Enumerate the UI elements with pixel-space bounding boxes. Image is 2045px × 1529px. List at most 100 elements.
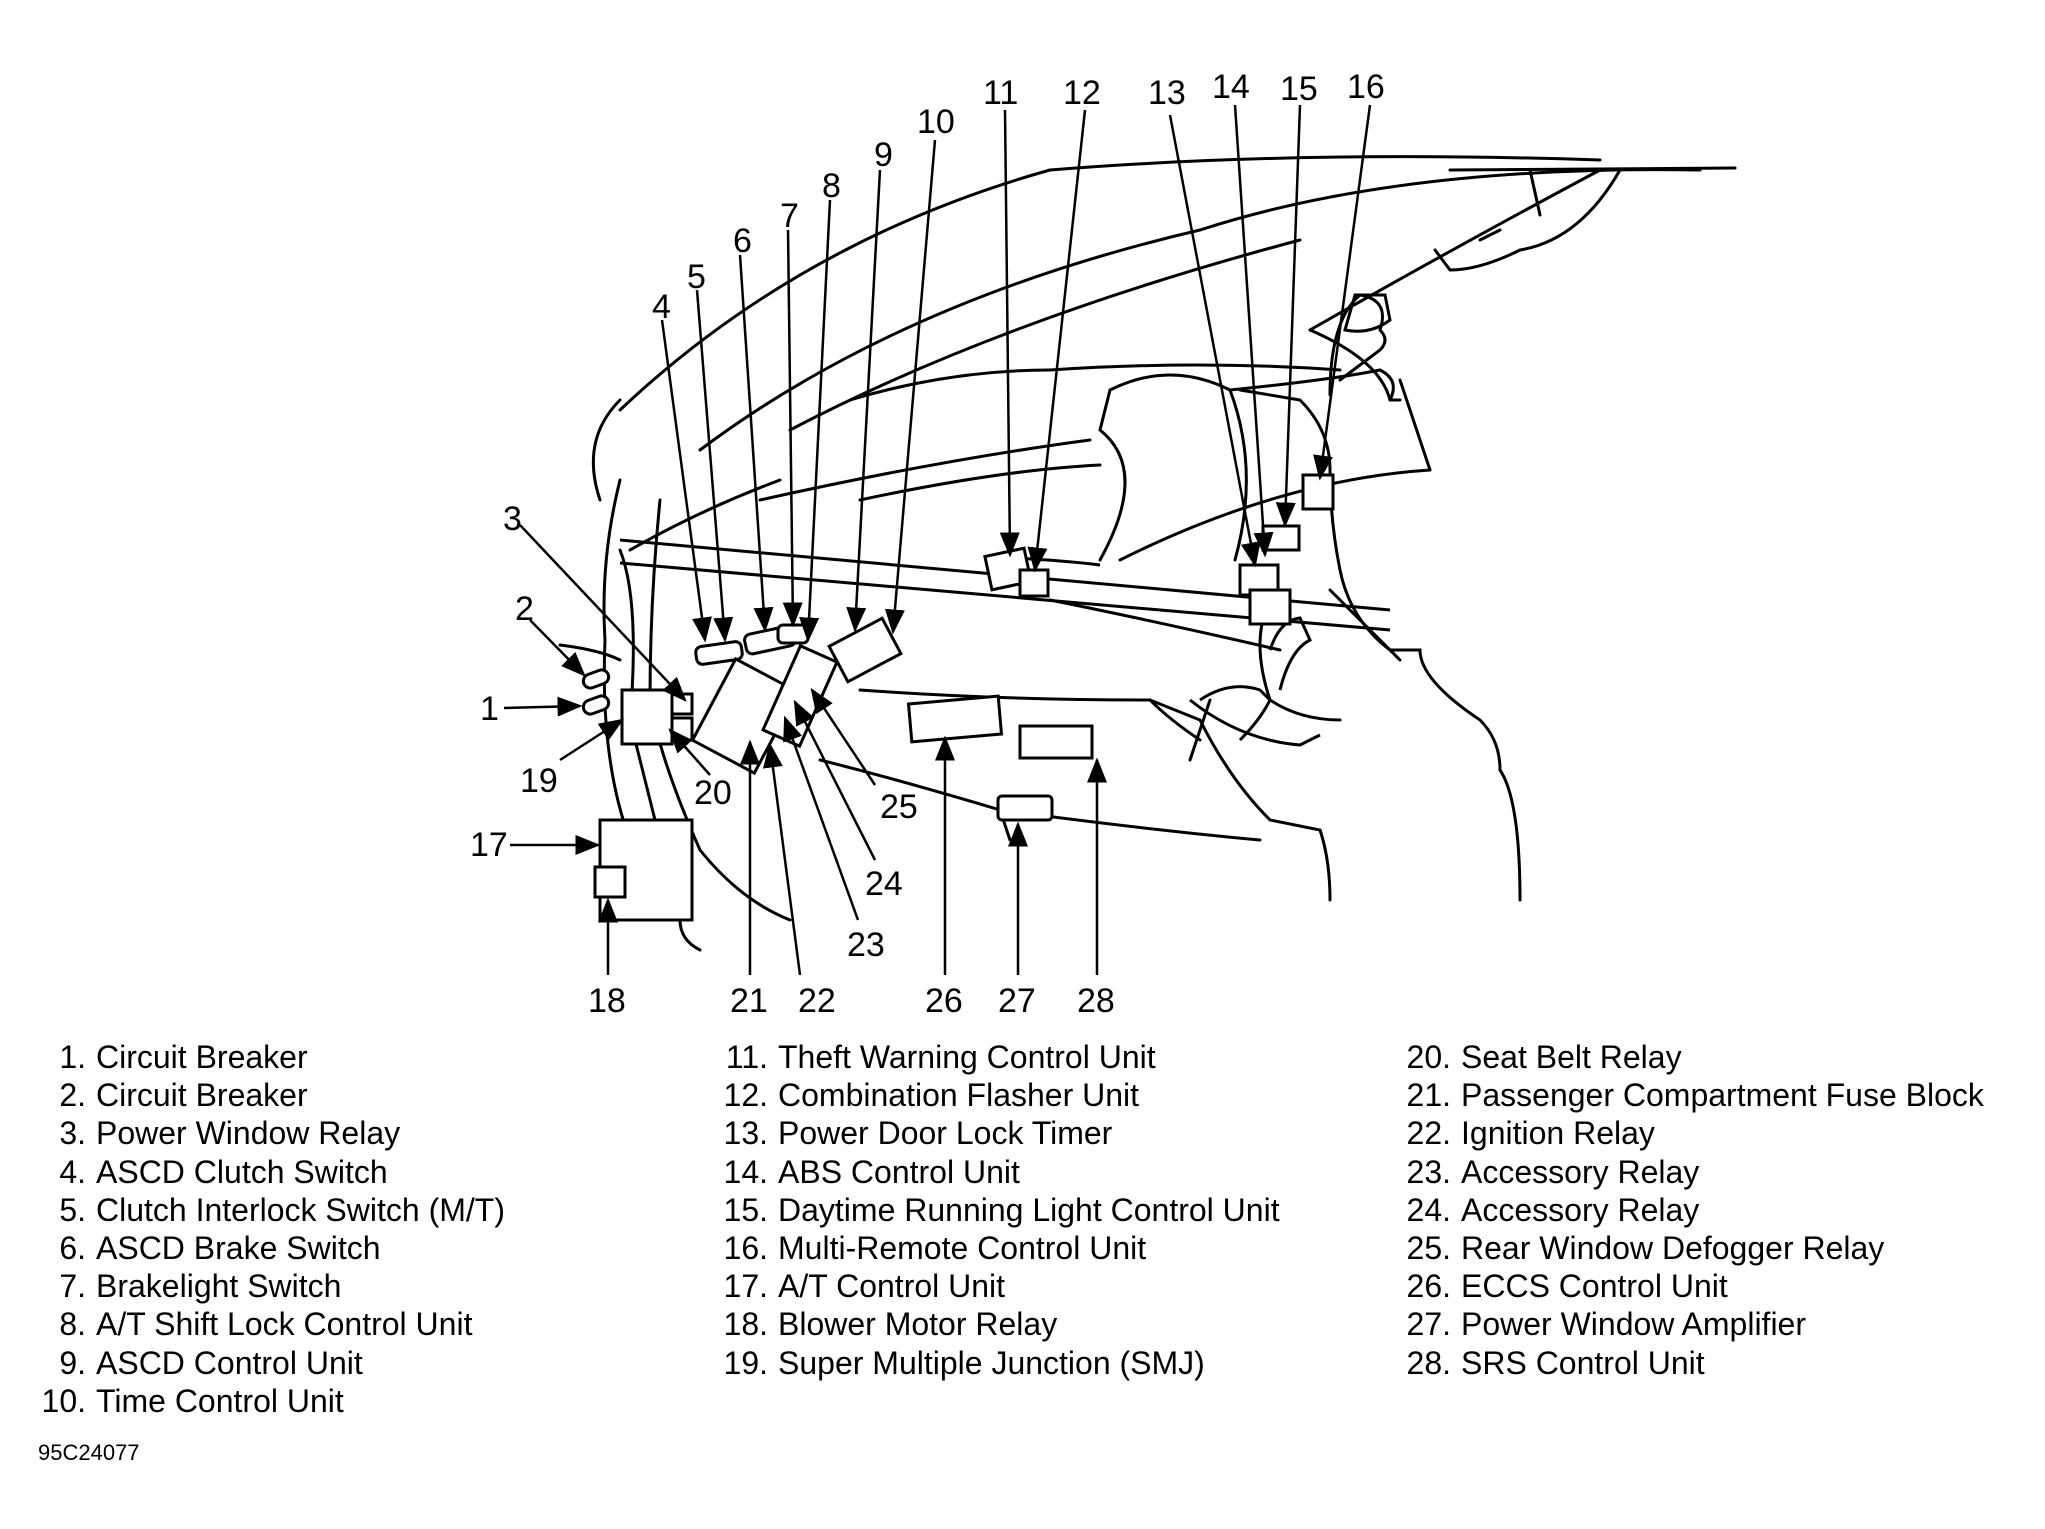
legend-item: 17.A/T Control Unit (712, 1267, 1280, 1305)
legend-number: 28. (1406, 1344, 1451, 1381)
legend-item: 12.Combination Flasher Unit (712, 1076, 1280, 1114)
legend-label: ASCD Clutch Switch (96, 1153, 388, 1190)
legend-item: 10.Time Control Unit (30, 1382, 505, 1420)
legend-column-3: 20. Seat Belt Relay 21.Passenger Compartm… (1395, 1038, 1984, 1382)
callout-11: 11 (983, 74, 1018, 112)
callout-12: 12 (1063, 74, 1101, 112)
legend-label: Multi-Remote Control Unit (778, 1230, 1147, 1267)
blower-relay-shape (593, 865, 627, 899)
legend-number: 16. (723, 1230, 768, 1267)
arrow-5 (695, 289, 734, 643)
legend-column-1: 1. Circuit Breaker 2. Circuit Breaker 3. Po… (30, 1038, 505, 1420)
ascd-control-unit-shape (827, 616, 903, 684)
callout-28: 28 (1077, 982, 1115, 1020)
arrow-2 (529, 619, 586, 677)
callout-18: 18 (588, 982, 626, 1020)
legend-item: 21.Passenger Compartment Fuse Block (1395, 1076, 1984, 1114)
legend-column-2: 11.Theft Warning Control Unit 12.Combina… (712, 1038, 1280, 1382)
legend-item: 4. ASCD Clutch Switch (30, 1153, 505, 1191)
callout-1: 1 (480, 690, 499, 728)
legend-number: 3. (59, 1115, 86, 1152)
legend-label: Power Door Lock Timer (778, 1115, 1113, 1152)
legend-label: Clutch Interlock Switch (M/T) (96, 1191, 505, 1228)
callout-27: 27 (998, 982, 1036, 1020)
arrow-23 (783, 715, 860, 921)
eccs-unit-shape (906, 694, 1004, 744)
legend-label: Seat Belt Relay (1461, 1039, 1682, 1075)
arrow-16 (1313, 104, 1372, 481)
arrow-4 (660, 319, 712, 643)
legend-number: 14. (723, 1153, 768, 1190)
legend-number: 7. (59, 1268, 86, 1305)
legend-label: Super Multiple Junction (SMJ) (778, 1344, 1205, 1381)
drl-unit-shape (1261, 524, 1301, 552)
arrow-3 (519, 524, 687, 702)
callout-21: 21 (730, 982, 768, 1020)
legend-label: Power Window Amplifier (1461, 1306, 1806, 1343)
components (581, 473, 1335, 922)
legend-item: 3. Power Window Relay (30, 1114, 505, 1152)
callout-4: 4 (652, 288, 671, 326)
legend-label: Power Window Relay (96, 1115, 401, 1152)
callout-3: 3 (503, 500, 522, 538)
flasher-unit-shape (1018, 568, 1050, 598)
arrow-8 (799, 199, 832, 643)
callout-2: 2 (515, 590, 534, 628)
legend-number: 8. (59, 1306, 86, 1343)
legend-number: 9. (59, 1344, 86, 1381)
srs-unit-shape (1018, 724, 1094, 760)
legend-number: 1. (59, 1039, 86, 1075)
callout-23: 23 (847, 926, 885, 964)
legend-number: 11. (725, 1039, 768, 1075)
legend-number: 25. (1406, 1230, 1451, 1267)
circuit-breaker-2-shape (581, 668, 611, 690)
legend-number: 20. (1406, 1039, 1451, 1075)
legend-item: 24.Accessory Relay (1395, 1191, 1984, 1229)
callout-7: 7 (780, 197, 799, 235)
legend-item: 8.A/T Shift Lock Control Unit (30, 1305, 505, 1343)
callout-8: 8 (822, 167, 841, 205)
arrow-10 (884, 139, 937, 635)
legend-number: 15. (723, 1191, 768, 1228)
legend-label: ASCD Brake Switch (96, 1230, 381, 1267)
legend-label: ABS Control Unit (778, 1153, 1020, 1190)
legend-label: Passenger Compartment Fuse Block (1461, 1077, 1984, 1114)
legend-label: Accessory Relay (1461, 1153, 1700, 1190)
legend-number: 4. (59, 1153, 86, 1190)
legend-item: 6.ASCD Brake Switch (30, 1229, 505, 1267)
legend-number: 17. (723, 1268, 768, 1305)
legend-number: 13. (723, 1115, 768, 1152)
arrow-6 (738, 254, 774, 633)
callout-6: 6 (733, 222, 752, 260)
legend-item: 11.Theft Warning Control Unit (712, 1038, 1280, 1076)
legend-item: 20. Seat Belt Relay (1395, 1038, 1984, 1076)
arrow-25 (810, 687, 877, 786)
legend-label: Daytime Running Light Control Unit (778, 1191, 1280, 1228)
arrow-11 (999, 109, 1020, 558)
shift-lever (1189, 616, 1321, 747)
legend-number: 26. (1406, 1268, 1451, 1305)
circuit-breaker-1-shape (581, 694, 611, 716)
callout-9: 9 (874, 136, 893, 174)
legend-item: 1. Circuit Breaker (30, 1038, 505, 1076)
legend-number: 27. (1406, 1306, 1451, 1343)
legend-number: 2. (59, 1077, 86, 1114)
callout-labels: 1 2 3 4 5 6 7 8 9 10 11 12 13 14 15 16 1… (470, 68, 1385, 1020)
arrow-20 (668, 728, 711, 776)
legend-item: 25.Rear Window Defogger Relay (1395, 1229, 1984, 1267)
legend-label: Circuit Breaker (96, 1039, 308, 1075)
legend-label: SRS Control Unit (1461, 1344, 1705, 1381)
legend-label: ECCS Control Unit (1461, 1268, 1728, 1305)
legend-item: 14. ABS Control Unit (712, 1153, 1280, 1191)
legend-label: Blower Motor Relay (778, 1306, 1058, 1343)
callout-10: 10 (917, 103, 955, 141)
callout-20: 20 (694, 774, 732, 812)
legend-label: Combination Flasher Unit (778, 1077, 1140, 1114)
callout-17: 17 (470, 826, 508, 864)
legend-label: Circuit Breaker (96, 1077, 308, 1114)
legend-label: Brakelight Switch (96, 1268, 342, 1305)
smj-box (620, 688, 674, 746)
legend-number: 18. (723, 1306, 768, 1343)
arrow-15 (1275, 104, 1302, 528)
